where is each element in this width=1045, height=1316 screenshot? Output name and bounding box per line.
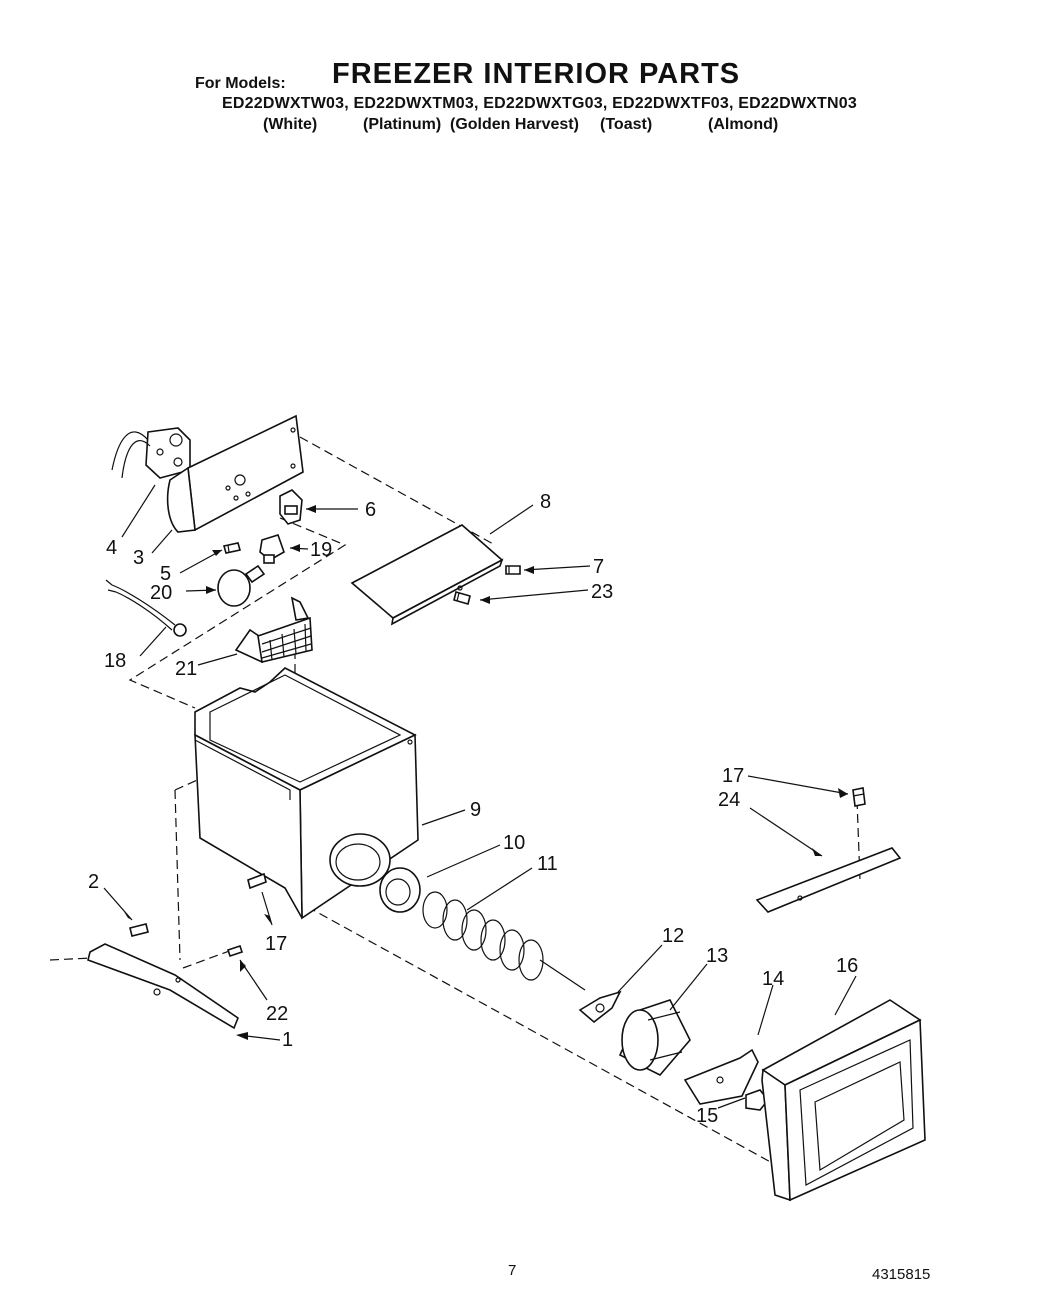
callout-3: 3 (133, 547, 144, 569)
part-blade (578, 990, 622, 1024)
for-models-label: For Models: (195, 75, 286, 92)
page-title: FREEZER INTERIOR PARTS (332, 58, 741, 90)
callout-20: 20 (150, 582, 172, 604)
part-guide-strip (755, 847, 902, 913)
callout-22: 22 (266, 1003, 288, 1025)
part-light-shield (234, 596, 313, 664)
callout-24: 24 (718, 789, 740, 811)
model-numbers: ED22DWXTW03, ED22DWXTM03, ED22DWXTG03, E… (222, 95, 857, 112)
part-bearing (379, 867, 421, 913)
part-shelf-panel (350, 524, 504, 626)
part-screw-17-upper (852, 787, 866, 807)
color-golden-harvest: (Golden Harvest) (450, 116, 579, 133)
part-control-housing (166, 414, 304, 533)
callout-numbers: 4 3 5 6 8 7 23 19 20 18 21 9 10 11 17 2 … (88, 491, 858, 1127)
callout-23: 23 (591, 581, 613, 603)
callout-9: 9 (470, 799, 481, 821)
callout-17-lower: 17 (265, 933, 287, 955)
callout-11: 11 (537, 853, 558, 875)
part-auger-spring (422, 891, 586, 991)
part-screws-2-22 (129, 923, 244, 958)
callout-15: 15 (696, 1105, 718, 1127)
callout-16: 16 (836, 955, 858, 977)
part-switch-clip (279, 489, 303, 525)
part-front-cover (761, 999, 926, 1202)
callout-5: 5 (160, 563, 171, 585)
callout-21: 21 (175, 658, 197, 680)
callout-1: 1 (282, 1029, 293, 1051)
part-drum (618, 999, 691, 1076)
callout-17-upper: 17 (722, 765, 744, 787)
part-screws-7-23 (453, 565, 521, 605)
part-light-bulb (217, 564, 266, 607)
leader-arrowheads (124, 505, 848, 1040)
callout-12: 12 (662, 925, 684, 947)
callout-6: 6 (365, 499, 376, 521)
part-nut-15 (745, 1089, 770, 1111)
callout-13: 13 (706, 945, 728, 967)
part-motor (111, 427, 191, 479)
callout-leaders (103, 484, 857, 1109)
part-bracket-14 (683, 1048, 759, 1105)
color-platinum: (Platinum) (363, 116, 442, 133)
callout-10: 10 (503, 832, 525, 854)
part-screw-5 (222, 542, 242, 554)
color-toast: (Toast) (600, 116, 653, 133)
callout-8: 8 (540, 491, 551, 513)
color-white: (White) (263, 116, 318, 133)
page-header: For Models: FREEZER INTERIOR PARTS ED22D… (0, 0, 1045, 150)
color-almond: (Almond) (708, 116, 779, 133)
document-number: 4315815 (872, 1266, 931, 1283)
part-ice-bin (194, 667, 419, 920)
part-lamp-socket (259, 534, 285, 564)
callout-7: 7 (593, 556, 604, 578)
callout-2: 2 (88, 871, 99, 893)
callout-18: 18 (104, 650, 126, 672)
part-slide-rail (87, 943, 239, 1030)
part-screw-17-lower (247, 872, 267, 890)
callout-19: 19 (310, 539, 332, 561)
part-wire-harness (105, 579, 187, 637)
callout-14: 14 (762, 968, 784, 990)
page-number: 7 (508, 1262, 517, 1279)
callout-4: 4 (106, 537, 117, 559)
